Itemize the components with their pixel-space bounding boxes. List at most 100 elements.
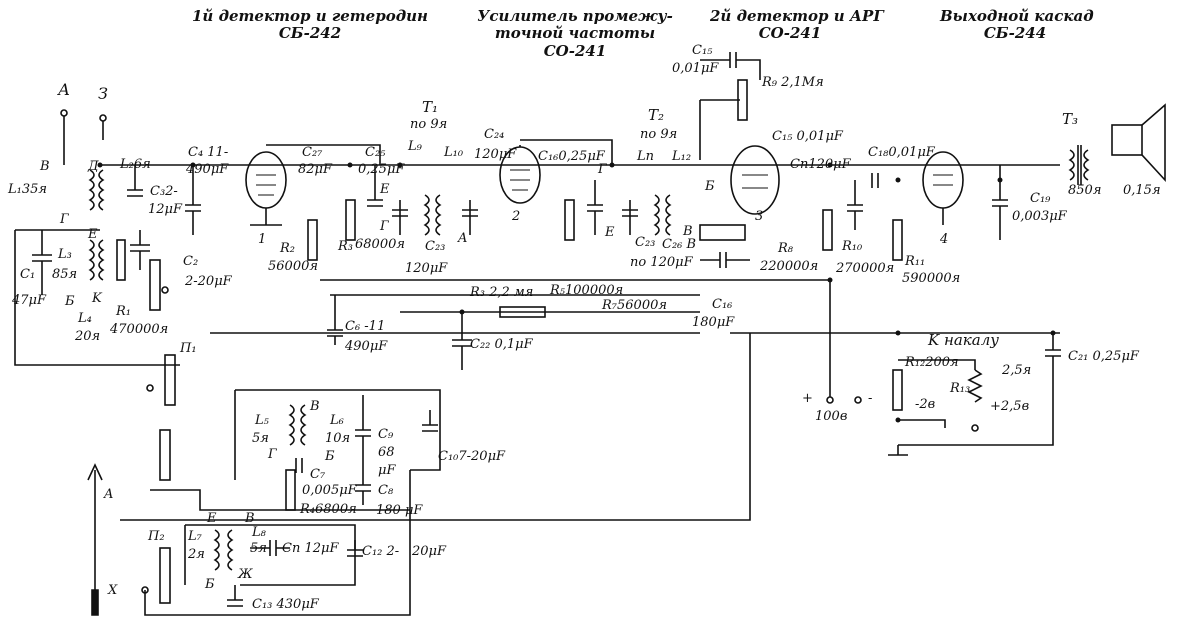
label-c9-unit: μF [378, 463, 396, 478]
output-transformer-t3 [1068, 145, 1090, 185]
label-c3-value: 12μF [148, 202, 183, 217]
label-t2-value: по 9я [640, 127, 678, 142]
label-c8-value: 180 μF [376, 503, 423, 518]
label-c16: C₁₆ [712, 297, 733, 312]
label-c26-value: по 120μF [630, 255, 693, 270]
capacitor-c15 [700, 52, 761, 80]
label-l12: L₁₂ [672, 149, 692, 164]
label-d: Д [88, 159, 99, 174]
label-speaker: 0,15я [1123, 183, 1161, 198]
label-minus-2v: -2в [915, 397, 936, 412]
label-tube-1: 1 [258, 232, 267, 247]
label-c1: C₁ [20, 267, 36, 282]
label-c6-value: 490μF [345, 339, 388, 354]
capacitor-c11 [250, 540, 290, 556]
label-r13-value: 2,5я [1002, 363, 1032, 378]
label-r4: R₄6800я [300, 502, 357, 517]
label-t1: T₁ [422, 98, 439, 116]
label-c8: C₈ [378, 483, 394, 498]
label-c2: C₂ [183, 254, 199, 269]
label-l10: L₁₀ [444, 145, 464, 160]
label-l8: L₈ [252, 525, 266, 540]
label-l6: L₆ [330, 413, 344, 428]
capacitor-c19 [992, 165, 1008, 240]
label-ground: З [98, 84, 108, 103]
label-g3: Г [598, 162, 607, 177]
label-plus: + [802, 391, 813, 406]
capacitor-c22 [452, 312, 472, 370]
label-c6: C₆ -11 [345, 319, 386, 334]
label-e2: E [380, 182, 390, 197]
label-c19-value: 0,003μF [1012, 209, 1067, 224]
ground-terminal [99, 114, 107, 140]
ground-symbol [888, 445, 908, 456]
label-l9: L₉ [408, 139, 422, 154]
header-tube: СБ-244 [983, 24, 1047, 43]
capacitor-c9 [355, 395, 371, 480]
capacitor-c21 [898, 333, 1061, 446]
header-tube: СО-241 [758, 24, 822, 43]
label-l7: L₇ [188, 529, 202, 544]
label-r10: R₁₀ [842, 239, 863, 254]
label-v3: B [683, 224, 693, 239]
label-c1-value: 47μF [12, 293, 47, 308]
switch-p2 [141, 547, 171, 604]
label-c11: Cп 12μF [282, 541, 339, 556]
header-if-amplifier: Усилитель промежу- точной частоты СО-241 [470, 7, 680, 60]
junction-dots [97, 162, 1056, 423]
band-arrow [87, 463, 103, 616]
label-e: E [88, 227, 98, 242]
label-b4: Б [325, 449, 335, 464]
label-g2: Г [380, 219, 389, 234]
label-g: Г [60, 212, 69, 227]
label-c9: C₉ [378, 427, 394, 442]
label-c25: C₂₅ [365, 145, 386, 160]
potentiometer-r13 [967, 369, 983, 432]
capacitor-c10 [422, 410, 438, 432]
label-100v: 100в [815, 409, 848, 424]
label-x-left: X [108, 583, 118, 598]
label-r2: R₂ [280, 241, 295, 256]
label-r13: R₁₃ [950, 381, 971, 396]
capacitor-c2 [130, 230, 150, 270]
header-output-stage: Выходной каскад СБ-244 [940, 7, 1094, 43]
label-l1: L₁35я [8, 182, 47, 197]
label-tube-3: 3 [755, 209, 764, 224]
label-l11: Lп [637, 149, 655, 164]
label-b: В [40, 159, 50, 174]
label-v5: B [245, 511, 255, 526]
label-e5: E [207, 511, 217, 526]
label-c4-value: 490μF [186, 162, 229, 177]
header-line: Усилитель промежу- [477, 7, 673, 25]
label-l3: L₃ [58, 247, 72, 262]
label-c12: C₁₂ 2- [362, 544, 400, 559]
tube-2 [499, 139, 613, 204]
label-r3: R₃ [338, 239, 353, 254]
label-t3: T₃ [1062, 110, 1079, 128]
resistor-r12 [892, 369, 903, 411]
label-l7-value: 2я [188, 547, 205, 562]
label-c23: C₂₃ [425, 239, 446, 254]
label-r2-value: 56000я [268, 259, 318, 274]
header-line: Выходной каскад [940, 7, 1094, 25]
label-g4: Г [268, 447, 277, 462]
label-c2-value: 2-20μF [185, 274, 232, 289]
label-c12-value: 20μF [412, 544, 447, 559]
capacitor-cp [847, 180, 863, 230]
label-r8: R₈ [778, 241, 793, 256]
label-bb: Б [65, 294, 75, 309]
label-k: K [92, 291, 102, 306]
resistor-r3b [499, 306, 546, 318]
label-c19: C₁₉ [1030, 191, 1051, 206]
label-b3: Б [705, 179, 715, 194]
resistor-r3 [345, 199, 356, 241]
resistor-r10 [822, 209, 833, 251]
if-transformer-t2 [622, 194, 672, 236]
capacitor-c6 [327, 295, 343, 345]
header-second-detector: 2й детектор и АРГ СО-241 [710, 7, 884, 43]
label-antenna: А [58, 80, 71, 99]
label-c27-value: 82μF [298, 162, 333, 177]
label-r3b: R₃ 2,2 мя [470, 285, 534, 300]
label-t1-value: по 9я [410, 117, 448, 132]
